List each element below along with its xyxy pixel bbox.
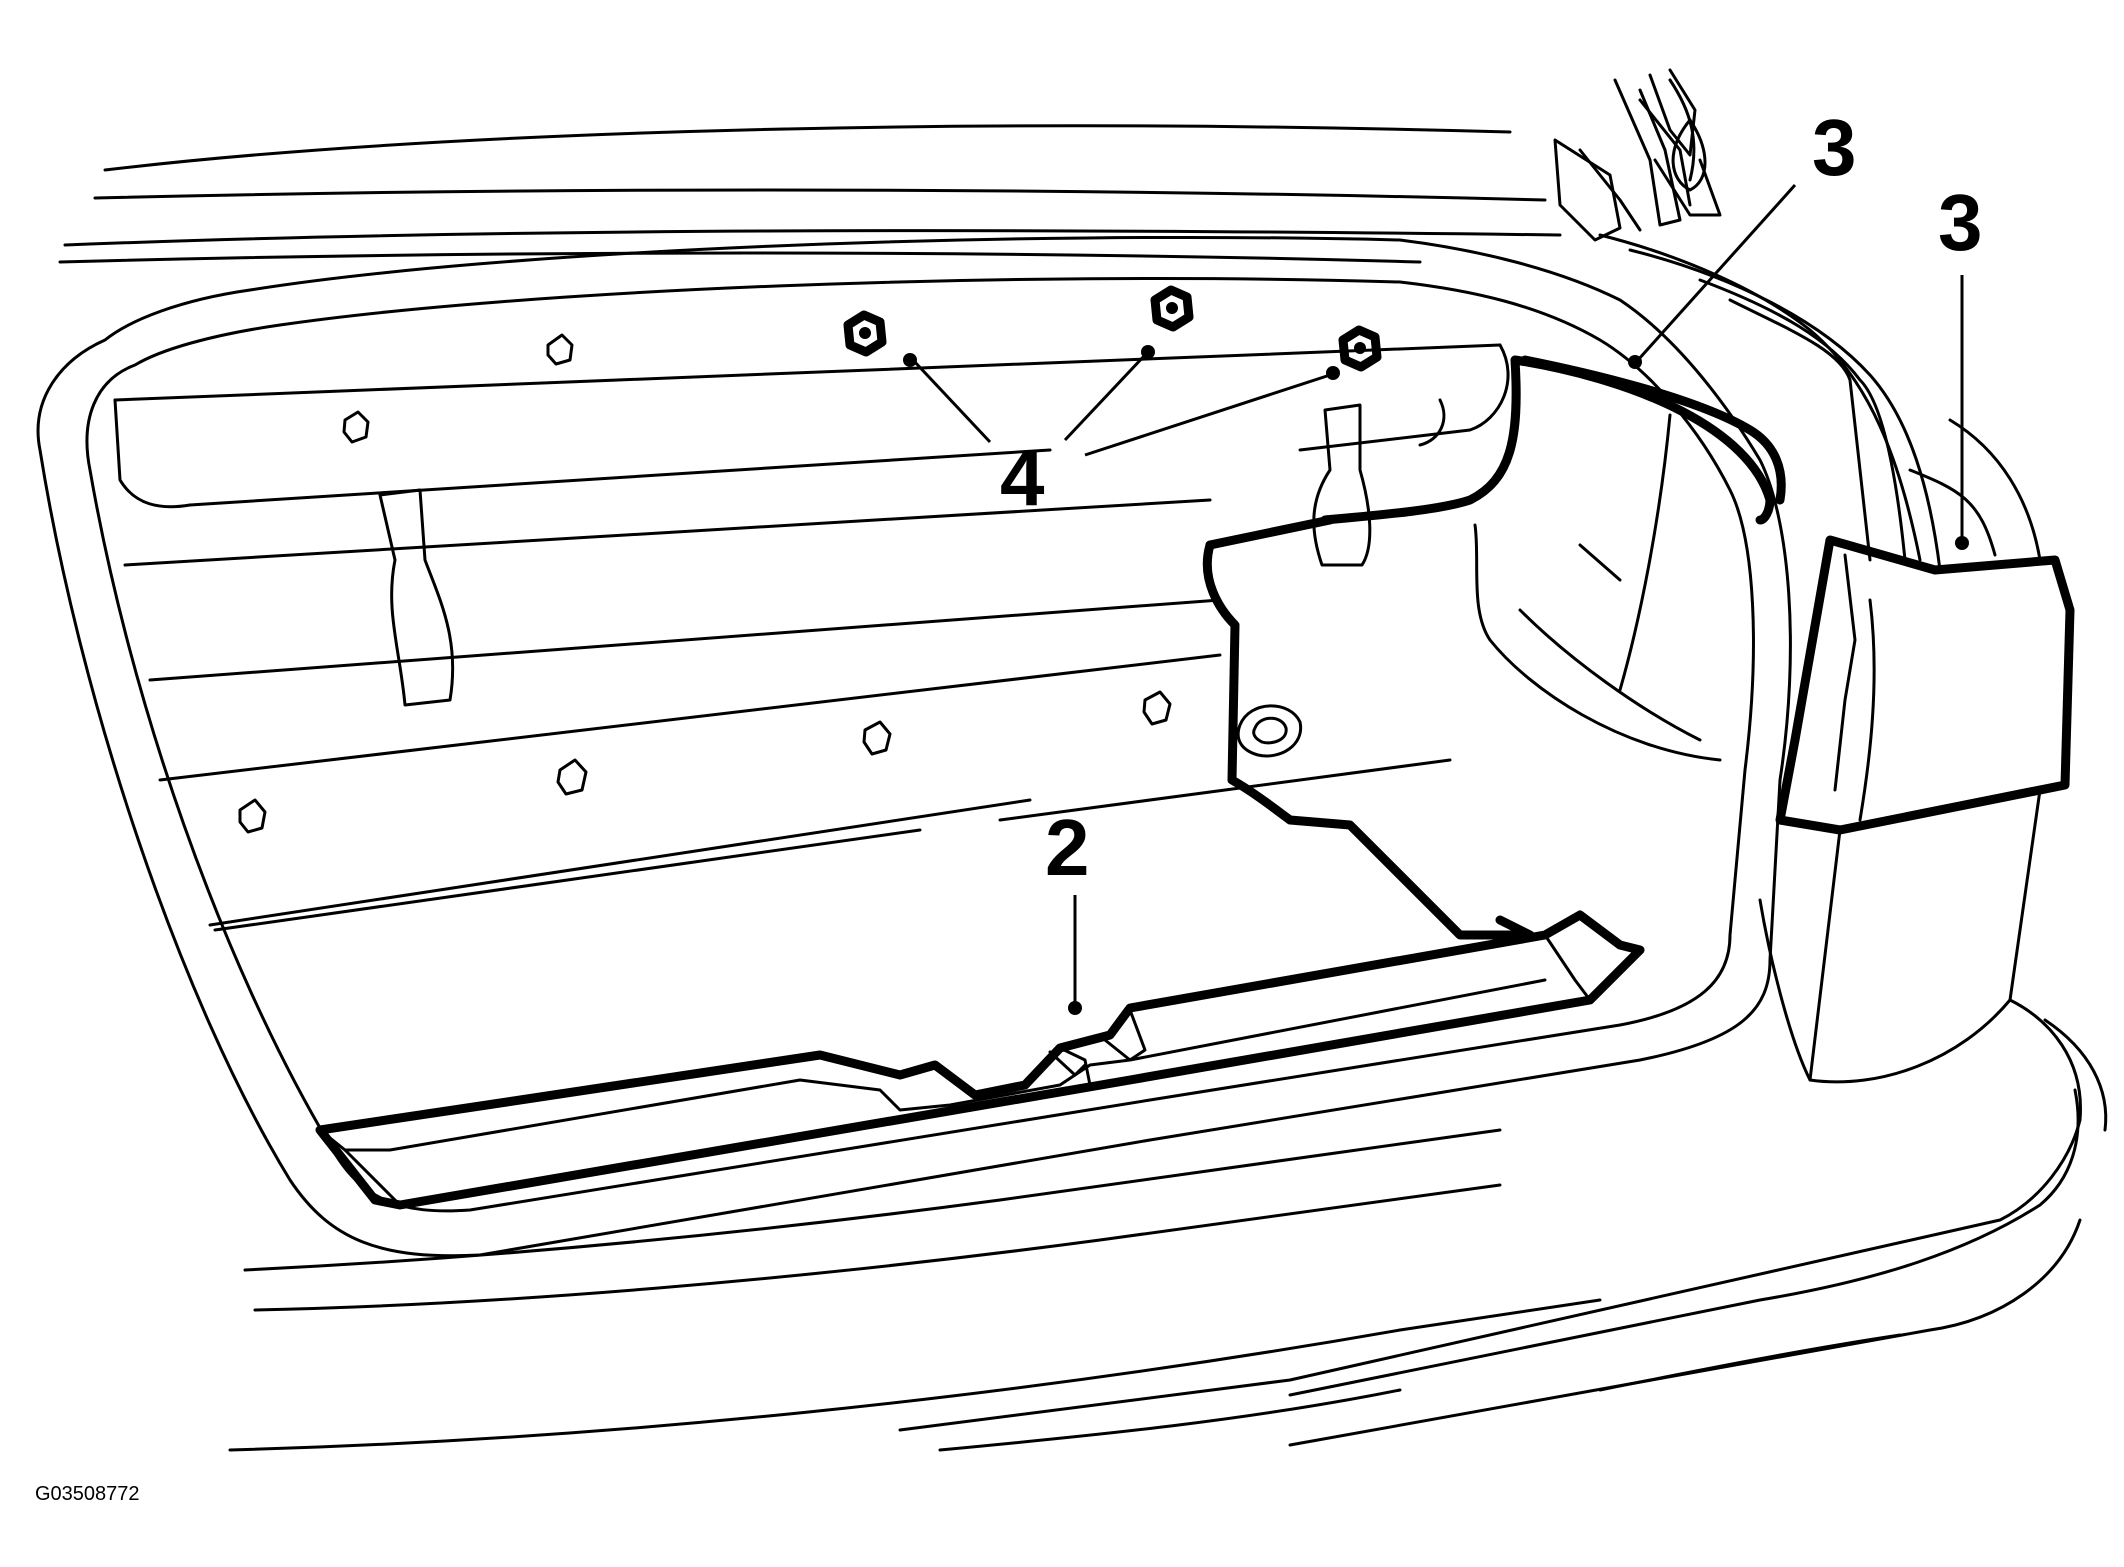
- trunk-hinge: [1553, 68, 1722, 242]
- nut-2: [1150, 285, 1194, 332]
- leader-lines: [903, 183, 1969, 1015]
- trunk-side-weatherstrip: [1520, 355, 1786, 505]
- callout-3-outer-label: 3: [1938, 178, 1983, 267]
- trunk-sill-panel: [315, 910, 1645, 1210]
- callout-4-label: 4: [1000, 433, 1045, 522]
- side-trim-panel: [1202, 355, 1775, 940]
- nut-3: [1338, 325, 1382, 372]
- rear-shelf: [113, 343, 1510, 927]
- luggage-straps: [378, 403, 1372, 707]
- nut-1: [843, 310, 887, 357]
- trim-clip-nuts: [843, 285, 1382, 372]
- inner-side-wall: [1473, 413, 1722, 762]
- trunk-opening-frame: [36, 235, 1792, 1258]
- trunk-floor-lines: [213, 758, 1452, 932]
- callout-2-label: 2: [1045, 803, 1090, 892]
- rear-bumper: [228, 998, 2108, 1452]
- figure-id: G03508772: [35, 1483, 140, 1505]
- tail-lamp-seal: [1775, 535, 2075, 835]
- mounting-holes: [238, 333, 1303, 834]
- rear-window-lines: [58, 124, 1562, 264]
- quarter-panel: [1598, 233, 2042, 1084]
- callout-3-inner-label: 3: [1812, 103, 1857, 192]
- callout-labels: 4 3 3 2: [1000, 103, 1983, 892]
